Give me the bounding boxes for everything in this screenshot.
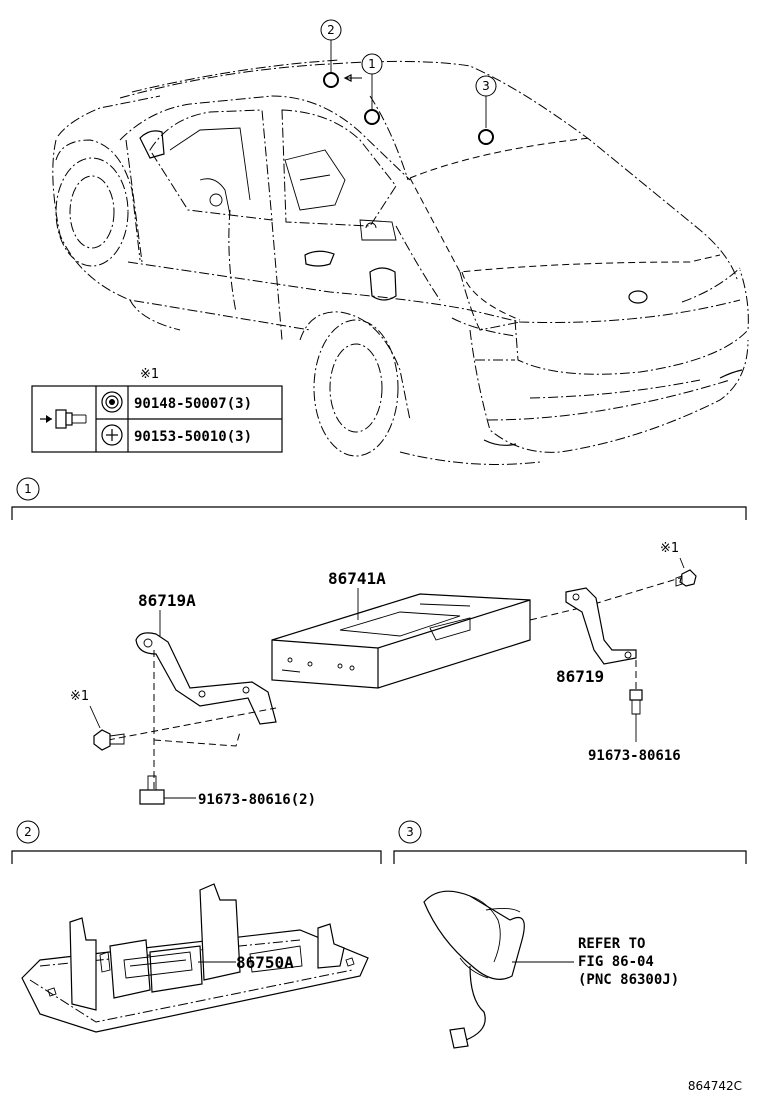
refer-line-3: (PNC 86300J)	[578, 972, 679, 988]
part-label-86741A[interactable]: 86741A	[328, 569, 386, 588]
section-1-number: 1	[24, 482, 32, 496]
bolt-right-bottom	[629, 689, 643, 715]
bolt-left-vertical	[139, 775, 165, 805]
part-label-91673-80616-2[interactable]: 91673-80616(2)	[198, 792, 316, 808]
part-label-86719A[interactable]: 86719A	[138, 591, 196, 610]
location-marker-2	[323, 72, 339, 88]
nut-icon	[101, 391, 123, 413]
section-2-header: 2	[11, 820, 382, 864]
bolt-left-horizontal	[93, 729, 125, 751]
part-label-86719[interactable]: 86719	[556, 667, 604, 686]
location-marker-1	[364, 109, 380, 125]
refer-line-1: REFER TO	[578, 936, 645, 952]
shark-fin-antenna	[423, 890, 525, 1049]
note-mark-left: ※1	[70, 689, 89, 704]
phillips-screw-icon	[101, 424, 123, 446]
car-illustration	[52, 59, 749, 465]
amplifier-unit	[271, 593, 531, 689]
section-1-header: 1	[11, 477, 747, 520]
bracket-right	[565, 587, 637, 665]
fastener-table: ※1 90148-50007(3) 90153-50010(3)	[31, 367, 283, 453]
fastener-row-1-part-number[interactable]: 90148-50007(3)	[134, 396, 252, 412]
callout-3-label: 3	[482, 79, 490, 93]
section-3-illustration: REFER TO FIG 86-04 (PNC 86300J)	[423, 890, 679, 1049]
part-label-86750A[interactable]: 86750A	[236, 953, 294, 972]
clip-fastener-icon	[40, 409, 87, 429]
figure-code: 864742C	[688, 1079, 742, 1093]
fastener-row-2-part-number[interactable]: 90153-50010(3)	[134, 429, 252, 445]
section-3-number: 3	[406, 825, 414, 839]
part-label-91673-80616[interactable]: 91673-80616	[588, 748, 681, 764]
callout-1-label: 1	[368, 57, 376, 71]
location-marker-3	[478, 129, 494, 145]
section-2-number: 2	[24, 825, 32, 839]
overview-callouts: 2 1 3	[320, 19, 497, 145]
bracket-left	[135, 632, 277, 725]
fastener-note-mark: ※1	[140, 367, 159, 382]
section-1-illustration: 86741A 86719A ※1 91673-80616(2)	[70, 541, 697, 808]
callout-2-label: 2	[327, 23, 335, 37]
refer-line-2[interactable]: FIG 86-04	[578, 954, 654, 970]
overhead-console-unit	[21, 883, 369, 1033]
section-2-illustration: 86750A	[21, 883, 369, 1033]
bolt-right-top	[675, 569, 697, 587]
section-3-header: 3	[393, 820, 747, 864]
note-mark-right: ※1	[660, 541, 679, 556]
